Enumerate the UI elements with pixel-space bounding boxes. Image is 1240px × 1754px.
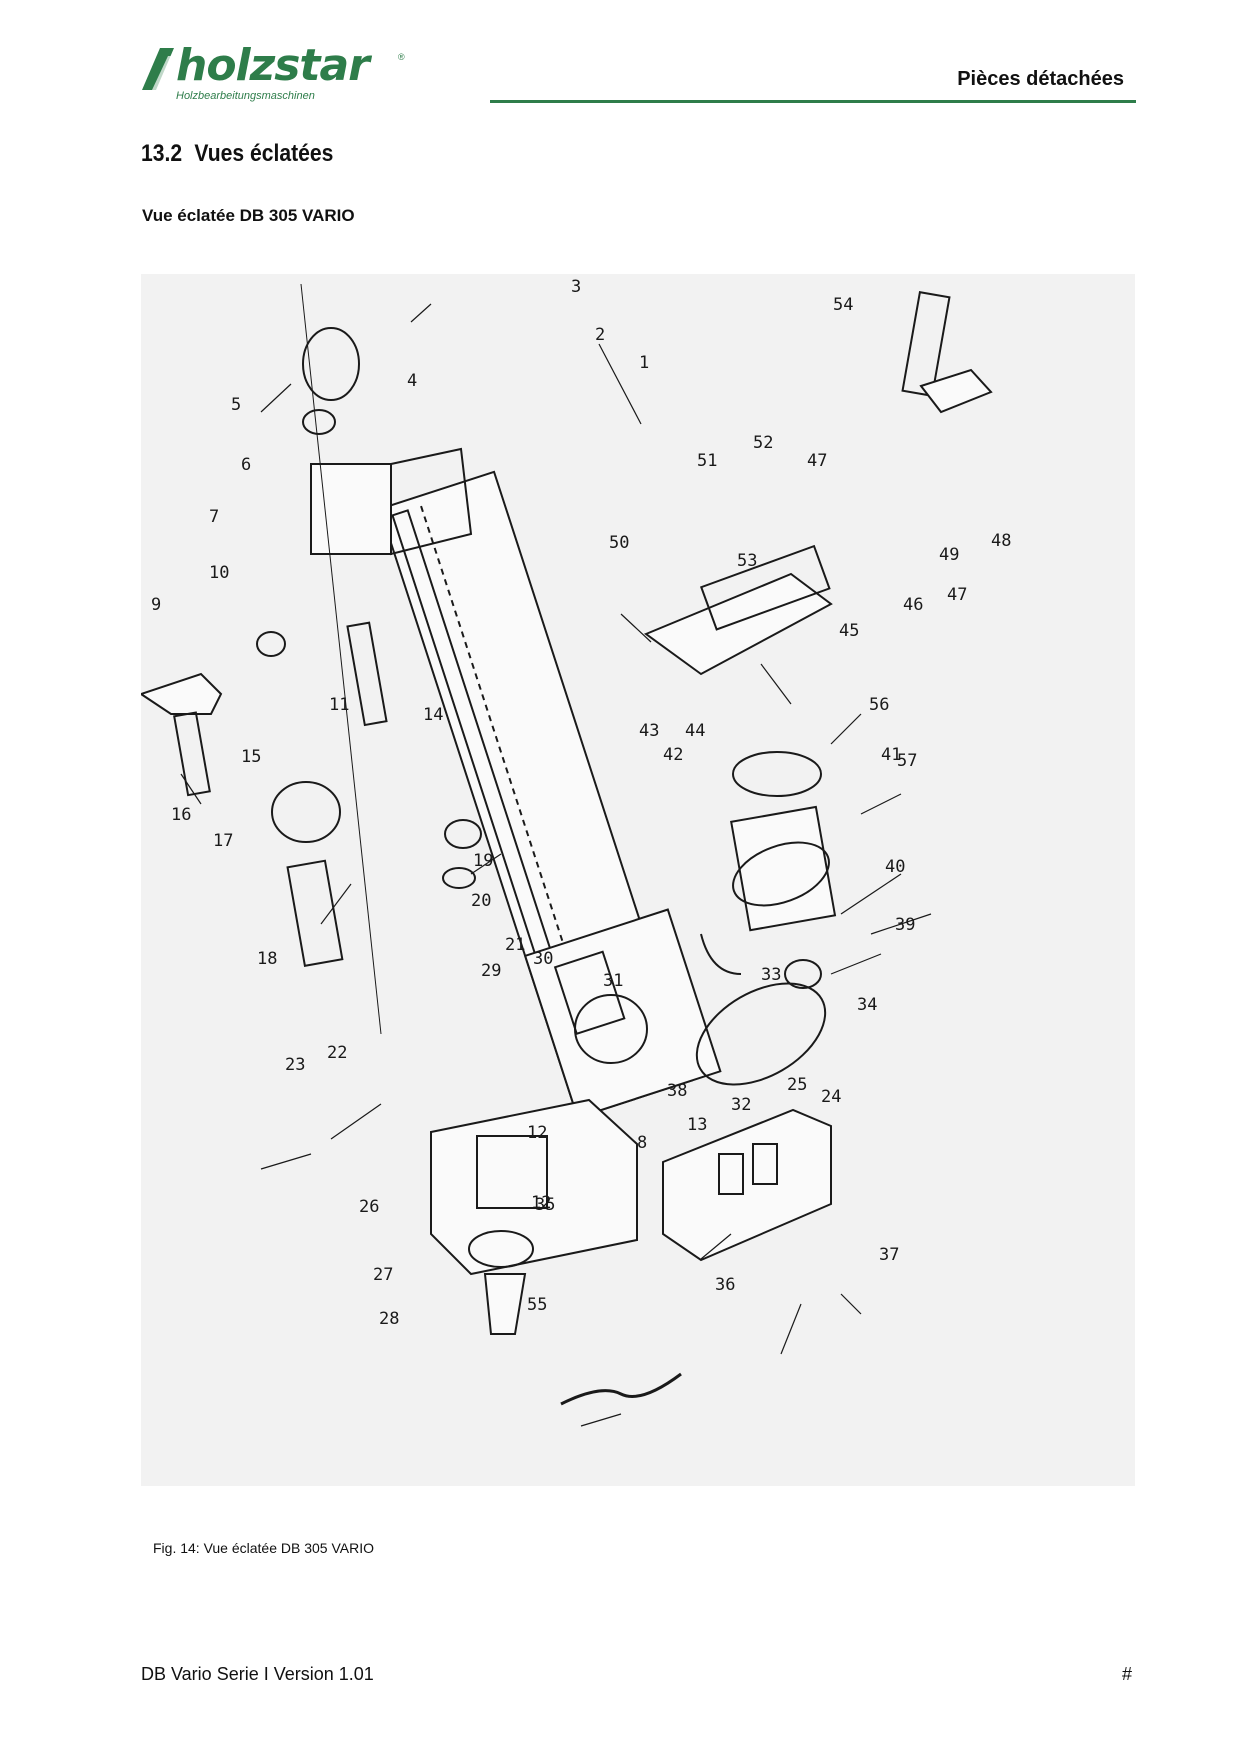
part-callout-17: 17 [213,831,233,851]
part-callout-7: 7 [209,507,219,527]
lathe-bed-drawing [378,470,722,1119]
exploded-view-drawing: 1234567891011121213141516171819202122232… [141,277,1011,1427]
part-callout-27: 27 [373,1265,393,1285]
callout-labels: 1234567891011121213141516171819202122232… [151,277,1011,1329]
part-callout-56: 56 [869,695,889,715]
header-divider [490,100,1136,103]
banjo-drawing [300,283,473,1035]
part-callout-22: 22 [327,1043,347,1063]
part-callout-37: 37 [879,1245,899,1265]
section-heading: 13.2 Vues éclatées [141,140,333,168]
part-callout-9: 9 [151,595,161,615]
part-callout-28: 28 [379,1309,399,1329]
part-callout-1: 1 [639,353,649,373]
part-callout-51: 51 [697,451,717,471]
part-callout-47: 47 [807,451,827,471]
part-callout-15: 15 [241,747,261,767]
part-callout-55: 55 [527,1295,547,1315]
figure-subtitle: Vue éclatée DB 305 VARIO [142,206,355,225]
part-callout-52: 52 [753,433,773,453]
part-callout-5: 5 [231,395,241,415]
part-callout-6: 6 [241,455,251,475]
part-callout-41: 41 [881,745,901,765]
part-callout-44: 44 [685,721,705,741]
brand-tagline: Holzbearbeitungsmaschinen [176,90,315,102]
part-callout-32: 32 [731,1095,751,1115]
part-callout-10: 10 [209,563,229,583]
part-callout-34: 34 [857,995,877,1015]
part-callout-40: 40 [885,857,905,877]
section-title: Vues éclatées [194,140,334,167]
footer-document-version: DB Vario Serie I Version 1.01 [141,1664,374,1684]
figure-caption: Fig. 14: Vue éclatée DB 305 VARIO [153,1540,375,1556]
section-number: 13.2 [141,140,183,167]
part-callout-38: 38 [667,1081,687,1101]
part-callout-3: 3 [571,277,581,297]
part-callout-12: 12 [527,1123,547,1143]
logo-mark-icon [142,48,176,90]
part-callout-18: 18 [257,949,277,969]
part-callout-47: 47 [947,585,967,605]
part-callout-54: 54 [833,295,853,315]
tailstock-drawing [643,544,833,676]
part-callout-42: 42 [663,745,683,765]
header-section-label: Pièces détachées [957,68,1124,90]
part-callout-24: 24 [821,1087,841,1107]
part-callout-16: 16 [171,805,191,825]
part-callout-19: 19 [473,851,493,871]
part-callout-29: 29 [481,961,501,981]
part-callout-35: 35 [535,1195,555,1215]
part-callout-39: 39 [895,915,915,935]
tool-rest-drawing [901,290,993,414]
part-callout-14: 14 [423,705,443,725]
part-callout-43: 43 [639,721,659,741]
part-callout-46: 46 [903,595,923,615]
footer-page-number: # [1121,1664,1132,1684]
part-callout-20: 20 [471,891,491,911]
part-callout-36: 36 [715,1275,735,1295]
part-callout-8: 8 [637,1133,647,1153]
part-callout-31: 31 [603,971,623,991]
brand-registered-mark: ® [398,52,405,62]
part-callout-25: 25 [787,1075,807,1095]
brand-logo: holzstar ® Holzbearbeitungsmaschinen [140,40,410,106]
part-callout-45: 45 [839,621,859,641]
part-callout-23: 23 [285,1055,305,1075]
part-callout-50: 50 [609,533,629,553]
motor-drawing [700,751,837,975]
part-callout-33: 33 [761,965,781,985]
headstock-housing-drawing [430,1098,638,1276]
part-callout-11: 11 [329,695,349,715]
part-callout-13: 13 [687,1115,707,1135]
part-callout-26: 26 [359,1197,379,1217]
part-callout-21: 21 [505,935,525,955]
part-callout-2: 2 [595,325,605,345]
part-callout-12: 12 [531,1193,551,1213]
part-callout-30: 30 [533,949,553,969]
part-callout-4: 4 [407,371,417,391]
brand-name: holzstar [176,40,370,91]
part-callout-53: 53 [737,551,757,571]
part-callout-57: 57 [897,751,917,771]
part-callout-49: 49 [939,545,959,565]
part-callout-48: 48 [991,531,1011,551]
